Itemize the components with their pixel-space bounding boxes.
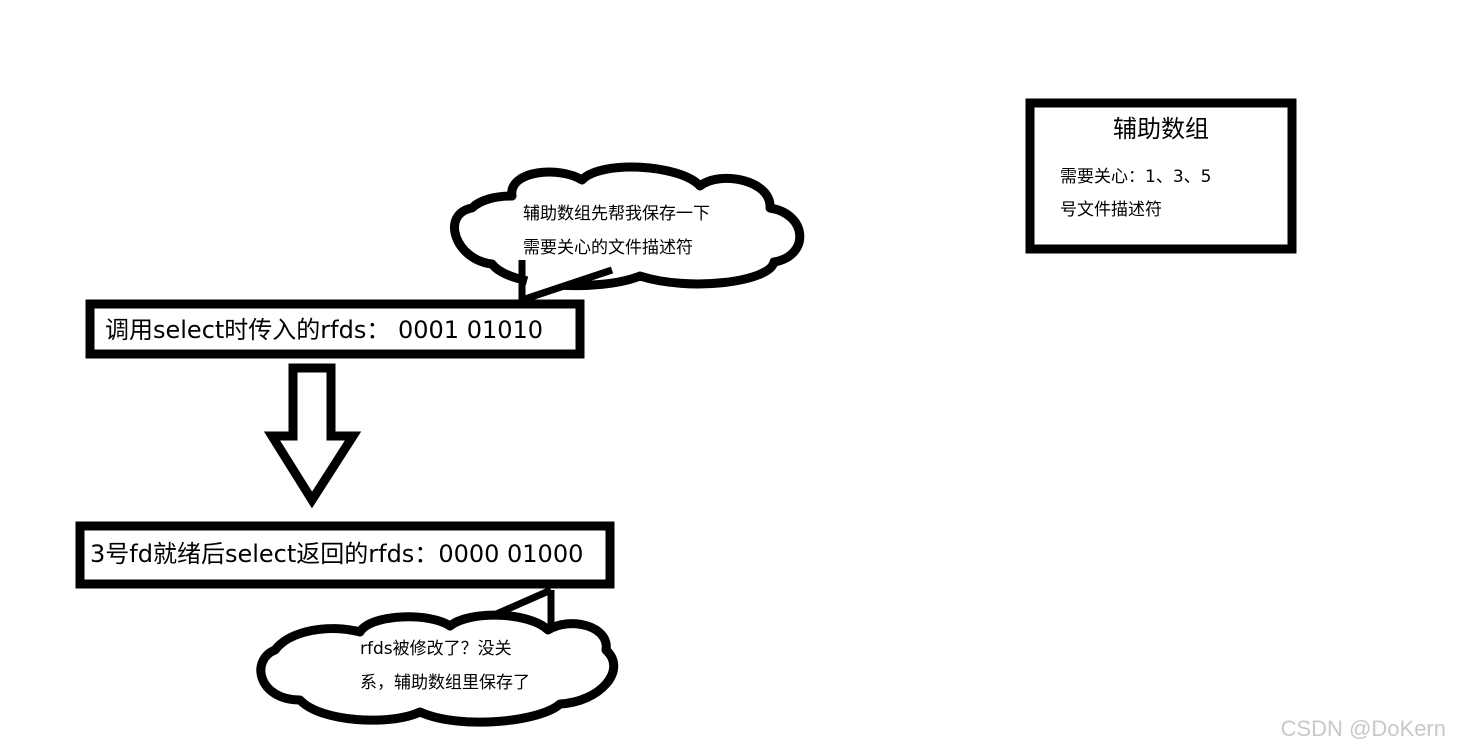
aux-array-box — [1025, 98, 1297, 254]
rfds-initial-box — [85, 299, 585, 359]
callout-bottom-line-2: 系，辅助数组里保存了 — [360, 673, 530, 693]
down-arrow — [263, 363, 362, 509]
callout-top-line-1: 辅助数组先帮我保存一下 — [523, 204, 710, 224]
callout-cloud-top — [450, 162, 805, 291]
aux-array-line-1: 需要关心：1、3、5 — [1060, 167, 1212, 187]
aux-array-title: 辅助数组 — [1113, 115, 1209, 143]
watermark: CSDN @DoKern — [1280, 716, 1446, 741]
callout-cloud-bottom — [256, 610, 619, 727]
callout-bottom-line-1: rfds被修改了？没关 — [360, 639, 512, 659]
callout-top-line-2: 需要关心的文件描述符 — [523, 238, 693, 258]
rfds-after-box — [75, 521, 615, 589]
rfds-after-label: 3号fd就绪后select返回的rfds：0000 01000 — [90, 540, 584, 568]
callout-pointer-top — [518, 260, 614, 304]
rfds-initial-label: 调用select时传入的rfds： 0001 01010 — [105, 316, 544, 344]
aux-array-line-2: 号文件描述符 — [1060, 200, 1162, 220]
